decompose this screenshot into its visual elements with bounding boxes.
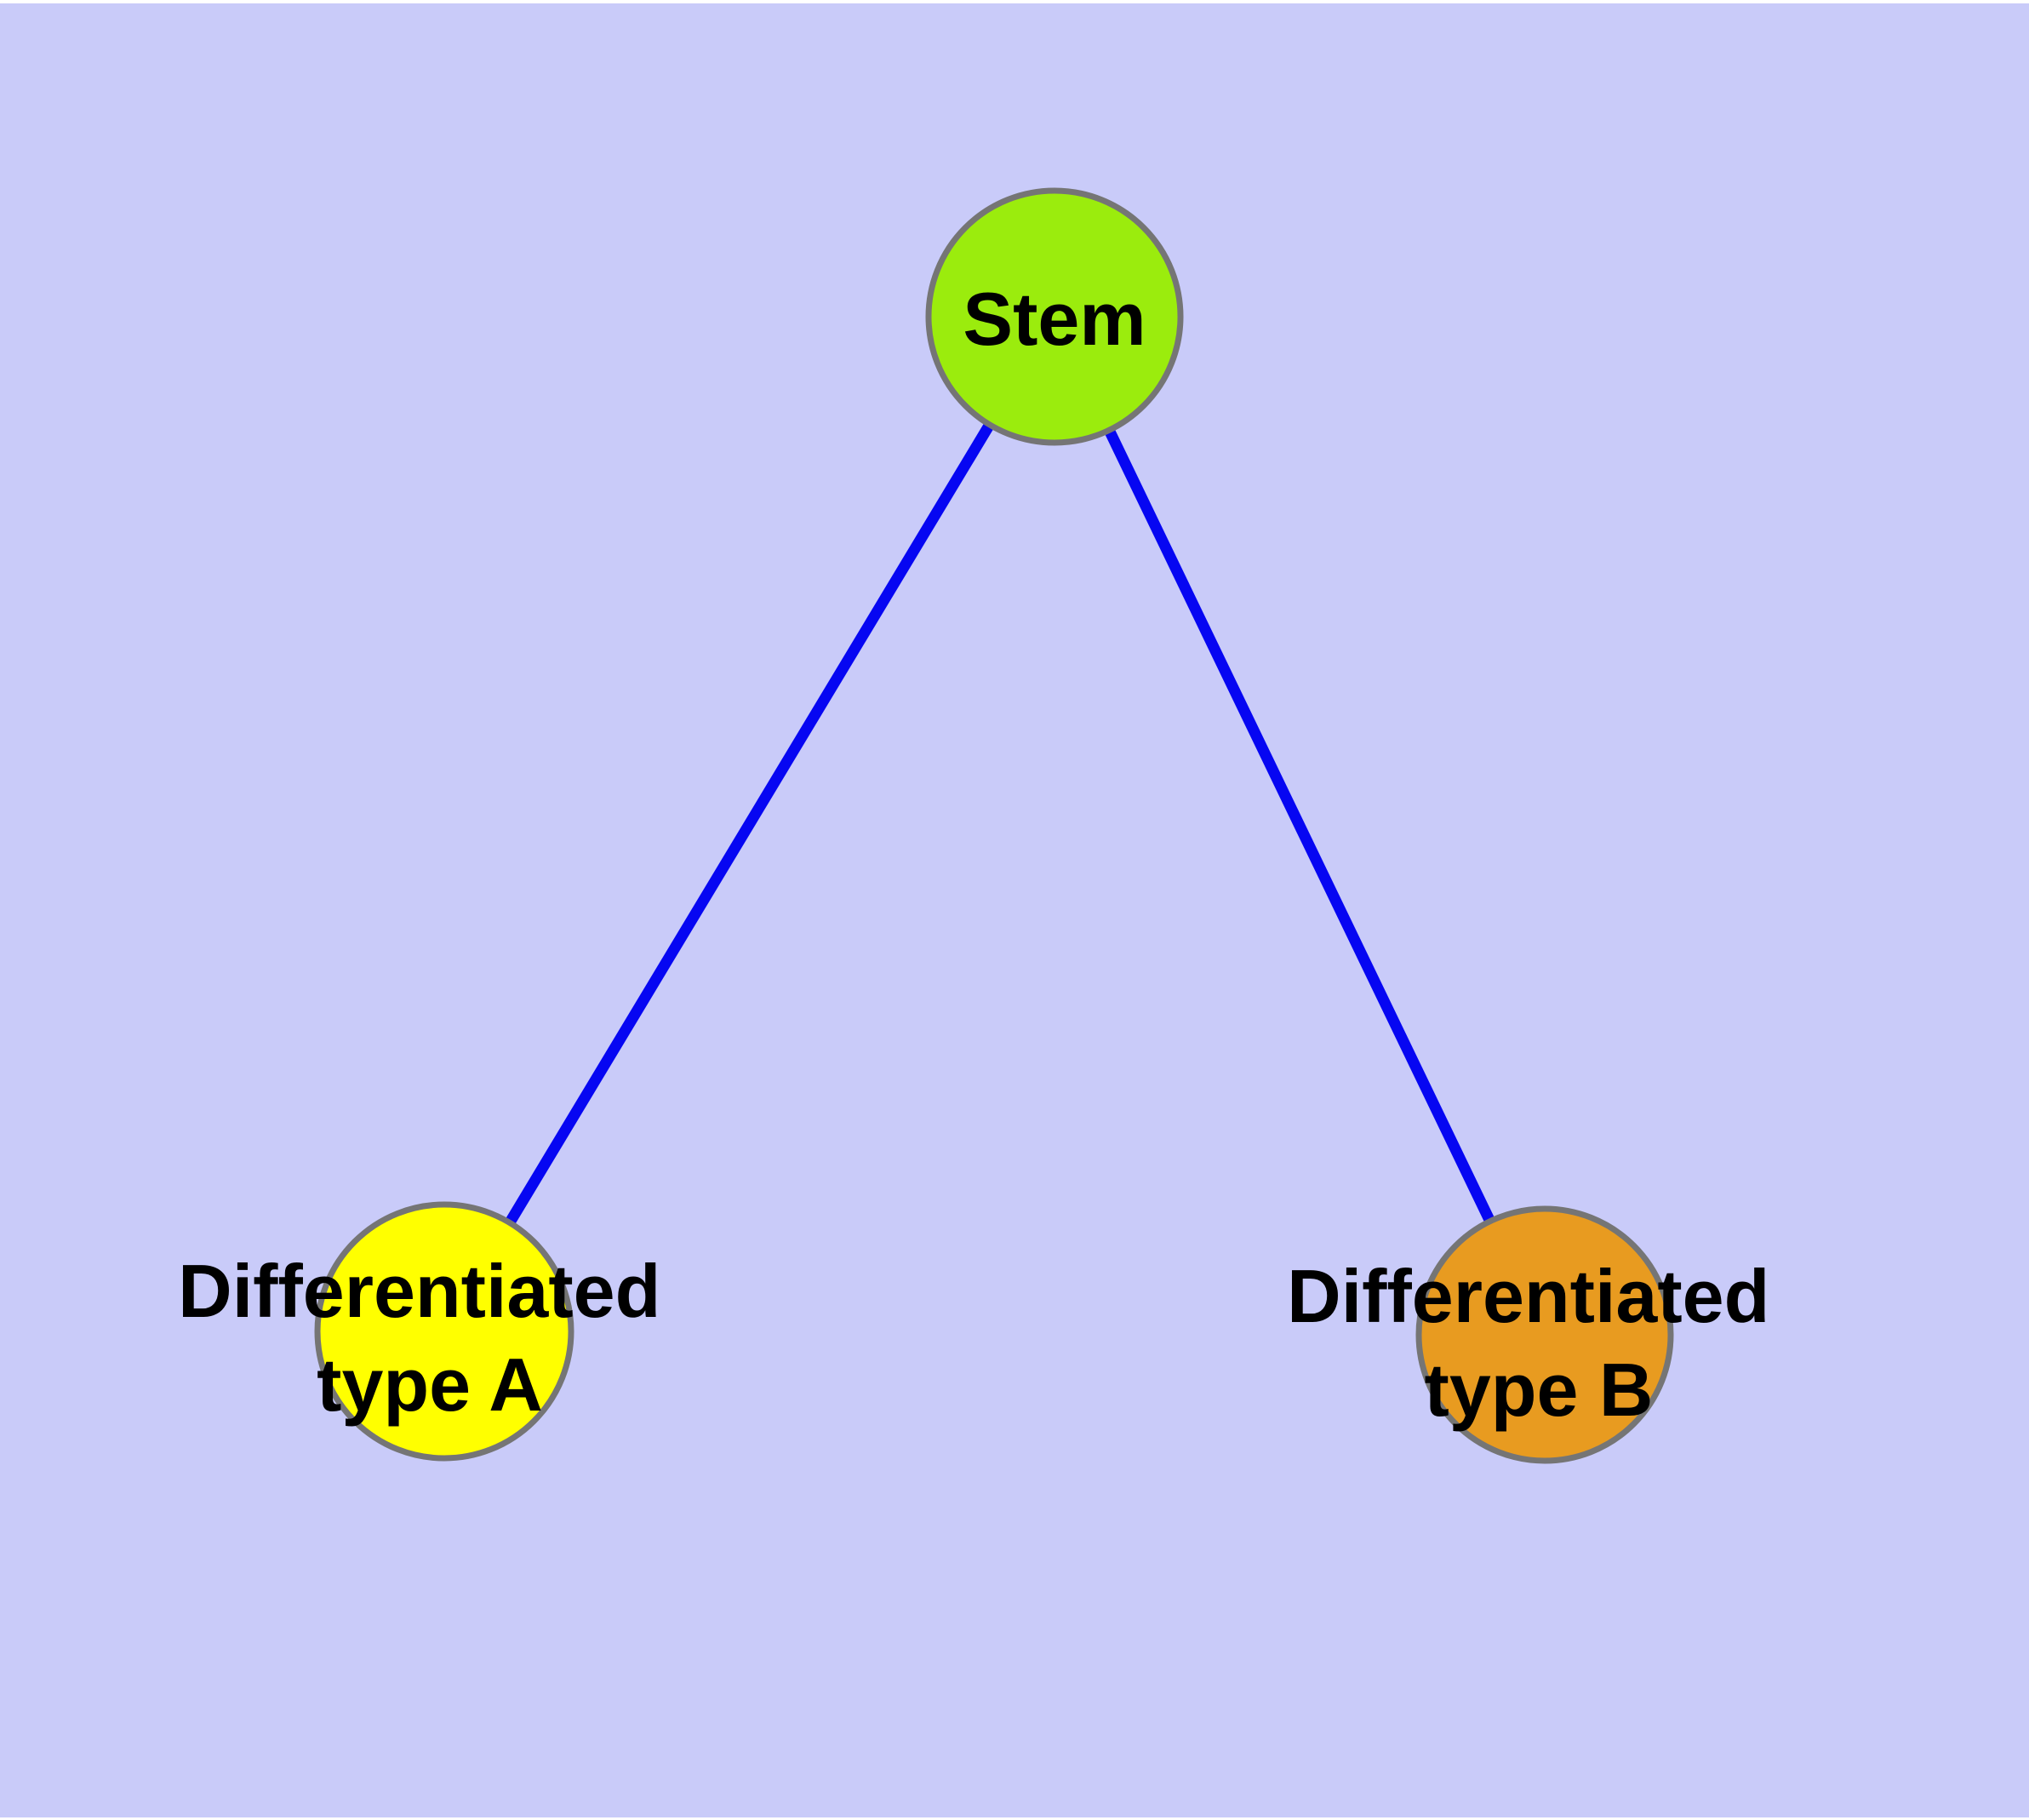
node-differentiated-type-b [1415, 1205, 1674, 1464]
node-stem-label: Stem [963, 277, 1146, 361]
node-differentiated-type-a-label: Differentiated type A [178, 1249, 682, 1427]
node-type-b-label-line2: type B [1425, 1348, 1654, 1432]
node-differentiated-type-b-label: Differentiated type B [1287, 1254, 1791, 1432]
node-type-b-label-line1: Differentiated [1287, 1254, 1769, 1338]
node-stem [925, 187, 1184, 446]
node-type-a-label-line2: type A [317, 1342, 543, 1427]
edge-stem-to-type-b [1049, 314, 1550, 1337]
node-type-a-label-line1: Differentiated [178, 1249, 660, 1333]
node-differentiated-type-a [314, 1201, 574, 1462]
edge-stem-to-type-a [439, 313, 1060, 1335]
